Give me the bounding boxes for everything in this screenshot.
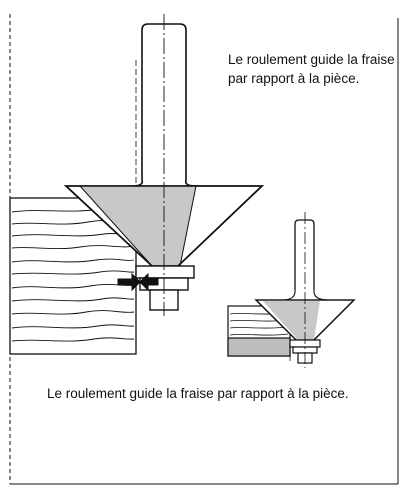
- caption-top: Le roulement guide la fraise par rapport…: [228, 52, 395, 86]
- frame-border: [9, 14, 399, 485]
- template-small: [227, 337, 291, 357]
- bearing-large: [135, 265, 195, 311]
- shank-small: [294, 219, 315, 290]
- contact-arrows: [117, 272, 159, 292]
- caption-bottom: Le roulement guide la fraise par rapport…: [47, 386, 349, 401]
